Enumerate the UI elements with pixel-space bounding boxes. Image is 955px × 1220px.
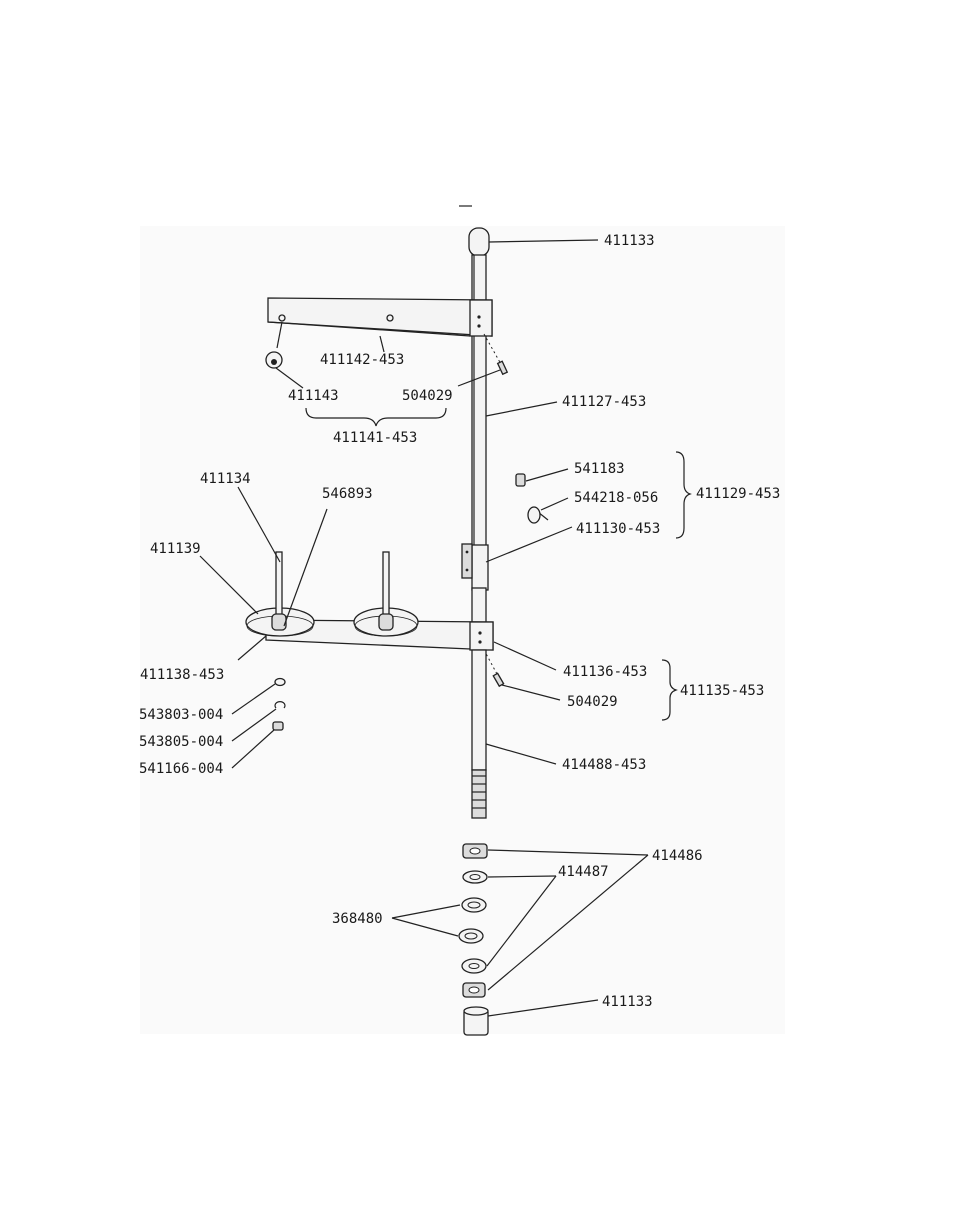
label-screw-upper: 504029 [402,388,453,404]
washer-368480-a [462,898,486,912]
label-arm-lower: 411138-453 [140,667,224,683]
label-nut: 414486 [652,848,703,864]
washer-543803 [275,679,285,686]
washer-414487-a [463,871,487,883]
label-pin: 411134 [200,471,251,487]
label-rod-upper: 411127-453 [562,394,646,410]
label-thumb-screw: 544218-056 [574,490,658,506]
washer-414487-b [462,959,486,973]
label-sleeve: 411130-453 [576,521,660,537]
label-arm-top: 411142-453 [320,352,404,368]
label-nut-c: 541166-004 [139,761,223,777]
lower-threaded-rod [472,650,486,818]
label-washer-big: 414487 [558,864,609,880]
label-disc: 411139 [150,541,201,557]
label-rod-lower: 414488-453 [562,757,646,773]
label-screw-small: 541183 [574,461,625,477]
label-cap-top: 411133 [604,233,655,249]
label-washer-a: 543803-004 [139,707,223,723]
label-bracket: 411136-453 [563,664,647,680]
label-pin-base: 546893 [322,486,373,502]
washer-368480-b [459,929,483,943]
label-cap-bottom: 411133 [602,994,653,1010]
label-clip-b: 543805-004 [139,734,223,750]
label-washer-pair: 368480 [332,911,383,927]
label-group-sleeve: 411129-453 [696,486,780,502]
label-group-upper: 411141-453 [333,430,417,446]
bottom-cap-411133 [464,1007,488,1035]
label-group-lower: 411135-453 [680,683,764,699]
label-screw-lower: 504029 [567,694,618,710]
top-cap-411133 [469,228,489,256]
nut-541166 [273,722,283,730]
middle-rod [472,588,486,624]
small-screw-541183 [516,474,525,486]
label-clip: 411143 [288,388,339,404]
nut-bottom-414486 [463,983,485,997]
nut-top-414486 [463,844,487,858]
